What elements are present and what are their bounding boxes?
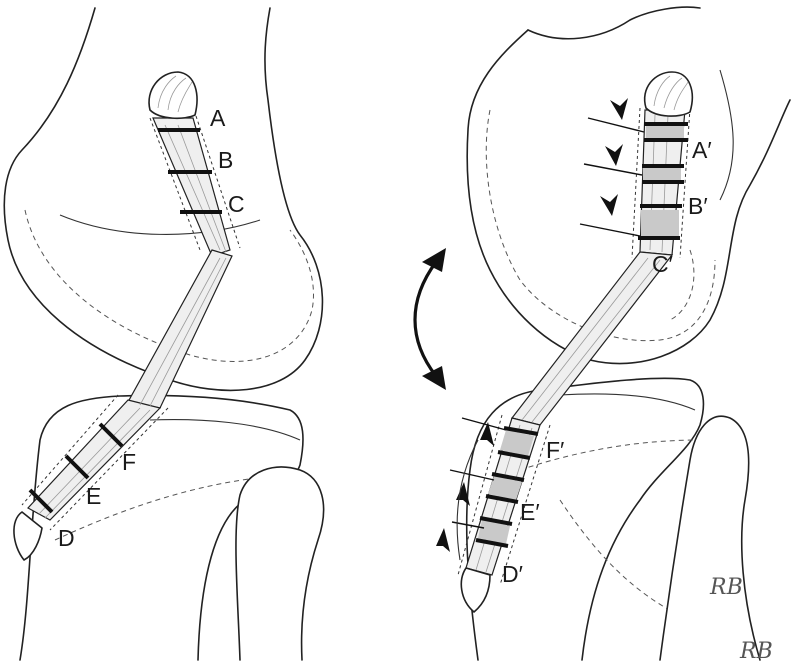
right-femur — [467, 30, 790, 364]
label-a-prime: A′ — [692, 137, 712, 163]
label-f-prime: F′ — [546, 437, 564, 463]
right-knee-panel: A′ B′ C′ D′ E′ F′ RB RB — [415, 7, 790, 664]
label-c-prime: C′ — [652, 251, 673, 277]
flexion-arrowhead-bottom — [422, 366, 446, 390]
left-fibula — [236, 467, 324, 660]
left-femur — [4, 8, 322, 390]
right-arrowhead-d — [436, 528, 450, 552]
label-c: C — [228, 191, 245, 217]
label-b-prime: B′ — [688, 193, 708, 219]
right-femur-back — [528, 7, 700, 39]
label-d: D — [58, 525, 75, 551]
right-segment-c — [641, 210, 679, 236]
right-segment-a — [646, 126, 684, 138]
flexion-arrow-curve — [415, 262, 436, 376]
artist-signature-2: RB — [739, 639, 773, 664]
label-e-prime: E′ — [520, 499, 540, 525]
artist-signature-1: RB — [709, 575, 743, 600]
flexion-arrowhead-top — [422, 248, 446, 272]
left-knee-panel: A B C D E F — [4, 8, 323, 660]
right-segment-b — [643, 168, 681, 180]
label-f: F — [122, 449, 136, 475]
label-a: A — [210, 105, 226, 131]
label-e: E — [86, 483, 101, 509]
label-d-prime: D′ — [502, 561, 523, 587]
label-b: B — [218, 147, 233, 173]
